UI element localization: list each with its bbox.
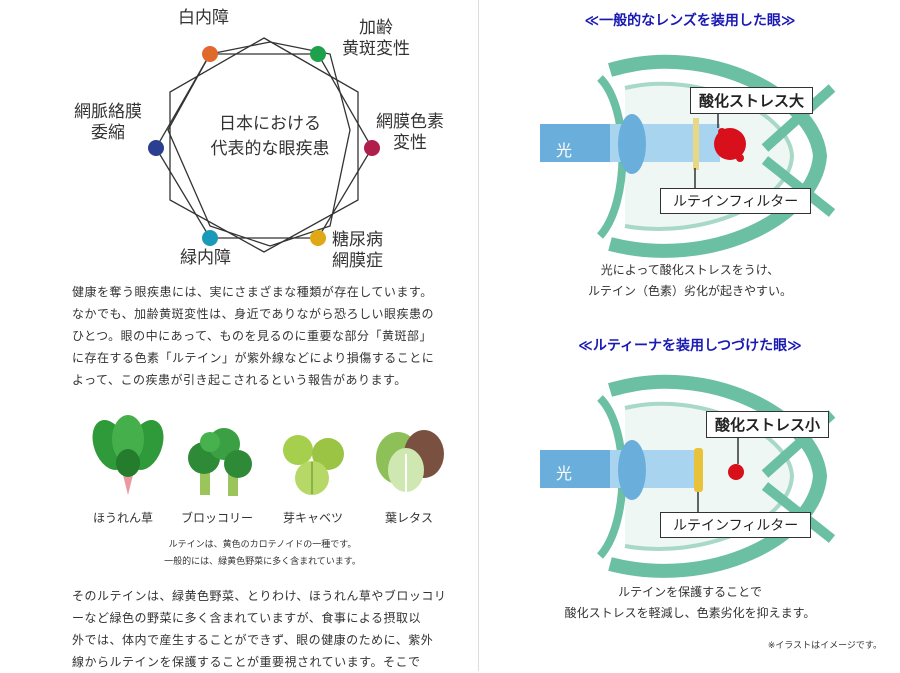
eye-bottom-light-label: 光 (556, 464, 573, 483)
label-choroid-line1: 網脈絡膜 (74, 102, 142, 122)
lutein-line: ーなど緑色の野菜に多く含まれていますが、食事による摂取以 (72, 611, 422, 625)
column-divider (478, 0, 479, 671)
label-diabetic-line1: 糖尿病 (332, 230, 383, 250)
label-cataract-text: 白内障 (178, 8, 229, 28)
label-retinitis-line2: 変性 (393, 133, 427, 153)
caption-line: ルテインを保護することで (618, 585, 762, 599)
lutein-paragraph: そのルテインは、緑黄色野菜、とりわけ、ほうれん草やブロッコリ ーなど緑色の野菜に… (72, 585, 472, 673)
dot-cataract (202, 46, 218, 62)
intro-line: なかでも、加齢黄斑変性は、身近でありながら恐ろしい眼疾患の (72, 307, 435, 321)
broccoli-illustration (188, 428, 252, 496)
label-amd: 加齢 黄斑変性 (342, 18, 410, 60)
lutein-line: そのルテインは、緑黄色野菜、とりわけ、ほうれん草やブロッコリ (72, 589, 447, 603)
lutein-line: 線からルテインを保護することが重要視されています。そこで (72, 655, 421, 669)
vegetable-caption: ブロッコリー (180, 511, 253, 525)
vegetable-caption: ほうれん草 (92, 511, 153, 525)
spinach-illustration (92, 415, 164, 495)
intro-line: よって、この疾患が引き起こされるという報告があります。 (72, 373, 407, 387)
label-diabetic: 糖尿病 網膜症 (332, 230, 383, 272)
label-amd-line1: 加齢 (359, 18, 393, 38)
intro-paragraph: 健康を奪う眼疾患には、実にさまざまな種類が存在しています。 なかでも、加齢黄斑変… (72, 281, 472, 391)
label-glaucoma: 緑内障 (180, 248, 231, 269)
caption-line: 酸化ストレスを軽減し、色素劣化を抑えます。 (564, 606, 816, 620)
label-retinitis: 網膜色素 変性 (376, 112, 444, 154)
eye-bottom-stress-label: 酸化ストレス小 (706, 411, 830, 438)
eye-top-stress-label: 酸化ストレス大 (690, 87, 814, 114)
label-amd-line2: 黄斑変性 (342, 39, 410, 59)
eye-bottom-filter-label: ルテインフィルター (660, 512, 812, 538)
label-cataract: 白内障 (178, 8, 229, 29)
star-outline-b (169, 37, 359, 253)
eye-top-illustration (540, 54, 836, 258)
eye-disease-diagram (148, 37, 380, 253)
note-line: ルテインは、黄色のカロテノイドの一種です。 (168, 540, 357, 550)
label-diabetic-line2: 網膜症 (332, 251, 383, 271)
illustration-footnote: ※イラストはイメージです。 (767, 641, 882, 651)
label-choroid-line2: 委縮 (91, 123, 125, 143)
center-line-2: 代表的な眼疾患 (210, 139, 330, 159)
lutein-note: ルテインは、黄色のカロテノイドの一種です。 一般的には、緑黄色野菜に多く含まれて… (70, 537, 455, 571)
diagram-center-title: 日本における 代表的な眼疾患 (190, 112, 350, 162)
vegetable-caption: 葉レタス (384, 511, 433, 525)
hexagon-outline (167, 41, 351, 247)
intro-line: ひとつ。眼の中にあって、ものを見るのに重要な部分「黄斑部」 (72, 329, 432, 343)
eye-bottom-caption: ルテインを保護することで 酸化ストレスを軽減し、色素劣化を抑えます。 (480, 582, 900, 624)
intro-line: に存在する色素「ルテイン」が紫外線などにより損傷することに (72, 351, 435, 365)
label-glaucoma-text: 緑内障 (180, 248, 231, 268)
brussels-sprouts-illustration (283, 435, 344, 495)
caption-line: ルテイン（色素）劣化が起きやすい。 (587, 284, 792, 298)
dot-choroid (148, 140, 164, 156)
eye-bottom-illustration (540, 374, 836, 578)
caption-line: 光によって酸化ストレスをうけ、 (600, 263, 780, 277)
label-retinitis-line1: 網膜色素 (376, 112, 444, 132)
eye-top-title: ≪一般的なレンズを装用した眼≫ (584, 13, 796, 29)
dot-retinitis (364, 140, 380, 156)
lutein-line: 外では、体内で産生することができず、眼の健康のために、紫外 (72, 633, 434, 647)
note-line: 一般的には、緑黄色野菜に多く含まれています。 (164, 557, 361, 567)
leaf-lettuce-illustration (376, 430, 444, 494)
eye-bottom-title: ≪ルティーナを装用しつづけた眼≫ (578, 338, 802, 354)
dot-amd (310, 46, 326, 62)
vegetable-caption: 芽キャベツ (282, 511, 343, 525)
dot-glaucoma (202, 230, 218, 246)
intro-line: 健康を奪う眼疾患には、実にさまざまな種類が存在しています。 (72, 285, 433, 299)
eye-top-caption: 光によって酸化ストレスをうけ、 ルテイン（色素）劣化が起きやすい。 (480, 260, 900, 302)
center-line-1: 日本における (219, 114, 321, 134)
dot-diabetic (310, 230, 326, 246)
eye-top-light-label: 光 (556, 141, 573, 160)
eye-top-filter-label: ルテインフィルター (660, 188, 812, 214)
label-choroid: 網脈絡膜 委縮 (74, 102, 142, 144)
